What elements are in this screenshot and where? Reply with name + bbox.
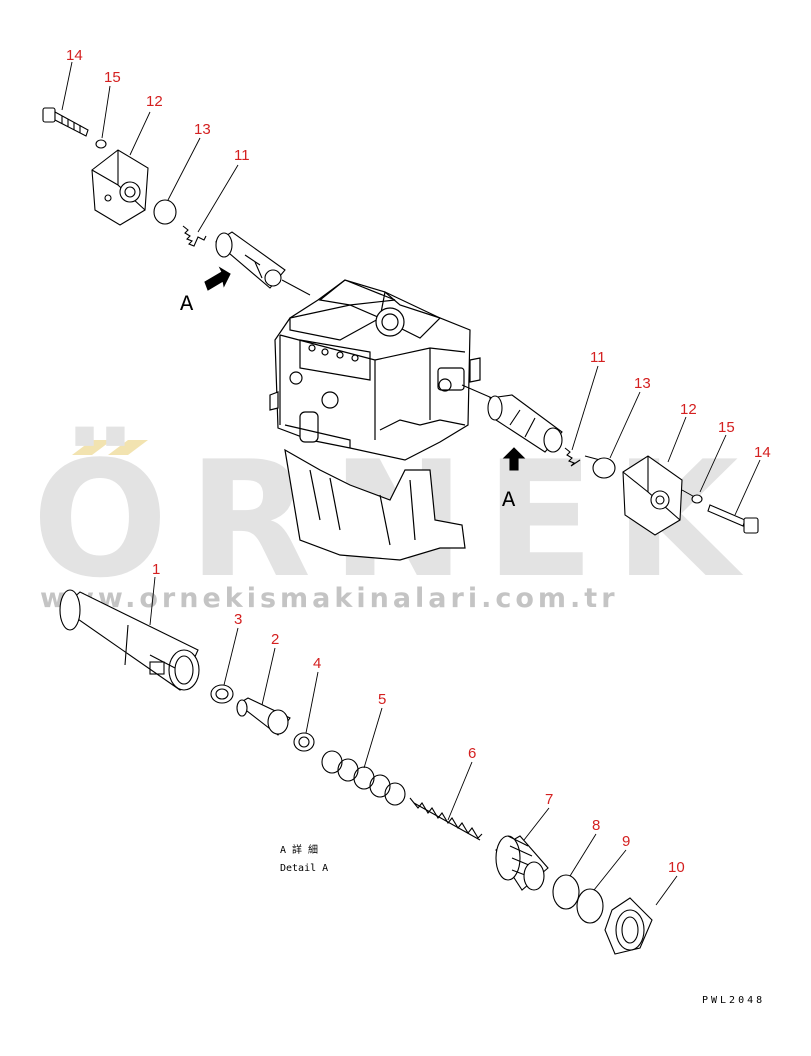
view-arrow-right <box>502 447 526 471</box>
callout-14-top: 14 <box>66 47 83 64</box>
callout-11-right: 11 <box>590 349 606 366</box>
plug-7 <box>495 835 549 891</box>
view-arrow-upper <box>204 266 231 291</box>
spool-valve-top <box>215 231 286 289</box>
detail-label-japanese: A 詳 細 <box>280 843 318 856</box>
spring-5 <box>321 750 406 806</box>
spool-valve-right <box>487 394 563 453</box>
lower-assembly <box>59 589 653 955</box>
callout-3: 3 <box>234 611 242 628</box>
oring-13-right <box>592 457 616 479</box>
ring-4 <box>293 732 315 752</box>
washer-15-right <box>691 494 703 504</box>
callouts: 14 15 12 13 11 11 13 12 15 14 1 3 2 4 5 … <box>66 47 771 876</box>
callout-4: 4 <box>313 655 321 672</box>
callout-1: 1 <box>152 561 160 578</box>
pump-body <box>269 279 481 561</box>
ring-3 <box>210 684 234 704</box>
callout-6: 6 <box>468 745 476 762</box>
piston-2 <box>236 697 291 736</box>
pump-base <box>284 448 466 561</box>
callout-14-right: 14 <box>754 444 771 461</box>
bolt-14-top <box>42 107 89 137</box>
callout-13-top: 13 <box>194 121 211 138</box>
detail-label-english: Detail A <box>280 863 328 874</box>
callout-10: 10 <box>668 859 685 876</box>
watermark-accent-right <box>108 440 148 455</box>
callout-8: 8 <box>592 817 600 834</box>
callout-12-right: 12 <box>680 401 697 418</box>
callout-9: 9 <box>622 833 630 850</box>
oring-9 <box>576 888 604 924</box>
cover-12-right <box>622 455 683 536</box>
oring-13-top <box>153 199 177 225</box>
nut-10 <box>604 897 653 955</box>
callout-7: 7 <box>545 791 553 808</box>
spring-11-top <box>182 225 207 247</box>
callout-11-top: 11 <box>234 147 250 164</box>
view-letter-upper: A <box>180 292 194 317</box>
cover-12-top <box>91 149 149 226</box>
watermark-accent-left <box>72 440 112 455</box>
washer-15-top <box>95 139 107 149</box>
upper-left-assembly <box>42 107 286 291</box>
drawing-code: PWL2048 <box>702 995 765 1006</box>
spring-6 <box>409 797 483 841</box>
right-assembly <box>487 394 759 536</box>
callout-15-top: 15 <box>104 69 121 86</box>
pump-main-block <box>274 279 471 461</box>
callout-leaders <box>61 61 761 906</box>
watermark-url: www.ornekismakinalari.com.tr <box>40 583 619 614</box>
view-letter-right: A <box>502 488 516 513</box>
callout-5: 5 <box>378 691 386 708</box>
callout-12-top: 12 <box>146 93 163 110</box>
bolt-14-right <box>707 504 759 534</box>
callout-2: 2 <box>271 631 279 648</box>
sleeve-1 <box>59 589 200 691</box>
oring-8 <box>552 874 580 910</box>
spring-11-right <box>564 447 581 467</box>
callout-15-right: 15 <box>718 419 735 436</box>
callout-13-right: 13 <box>634 375 651 392</box>
